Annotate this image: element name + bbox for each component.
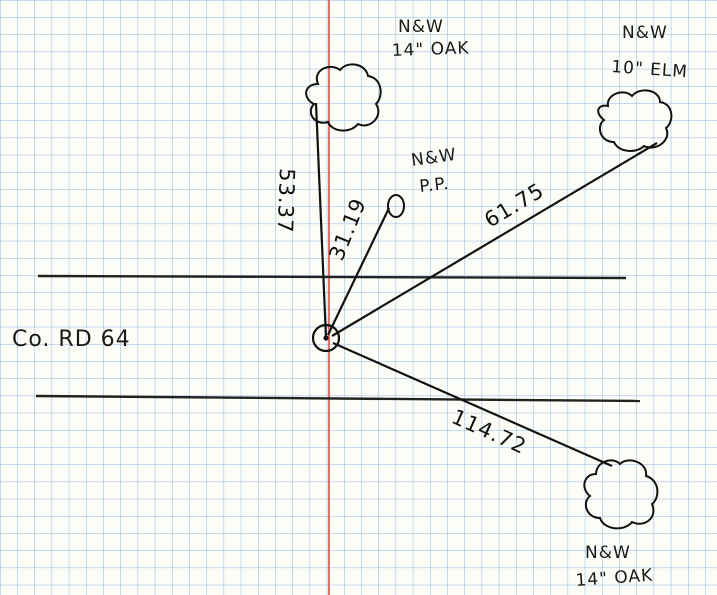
tree-oak-south-canopy: [583, 459, 659, 530]
tie-line-oak-north: [314, 102, 328, 339]
distance-oak-north: 53.37: [273, 168, 299, 234]
tie-line-elm: [331, 142, 658, 337]
witness-oak-south-label-line1: N&W: [585, 543, 631, 563]
road-label: Co. RD 64: [12, 327, 131, 352]
tree-oak-north-canopy: [305, 63, 382, 132]
witness-power-pole-label-line2: P.P.: [418, 174, 450, 197]
road-edge-north: [37, 274, 627, 280]
witness-elm-label-line1: N&W: [622, 23, 668, 43]
monument-marker: [311, 323, 341, 353]
power-pole-symbol: [387, 194, 405, 218]
tree-elm-canopy: [597, 89, 673, 152]
road-edge-south: [35, 394, 641, 403]
witness-oak-north-label-line1: N&W: [398, 17, 444, 37]
tie-line-power-pole: [327, 207, 390, 336]
witness-oak-north-label-line2: 14" OAK: [391, 38, 469, 61]
tie-line-oak-south: [332, 341, 613, 468]
